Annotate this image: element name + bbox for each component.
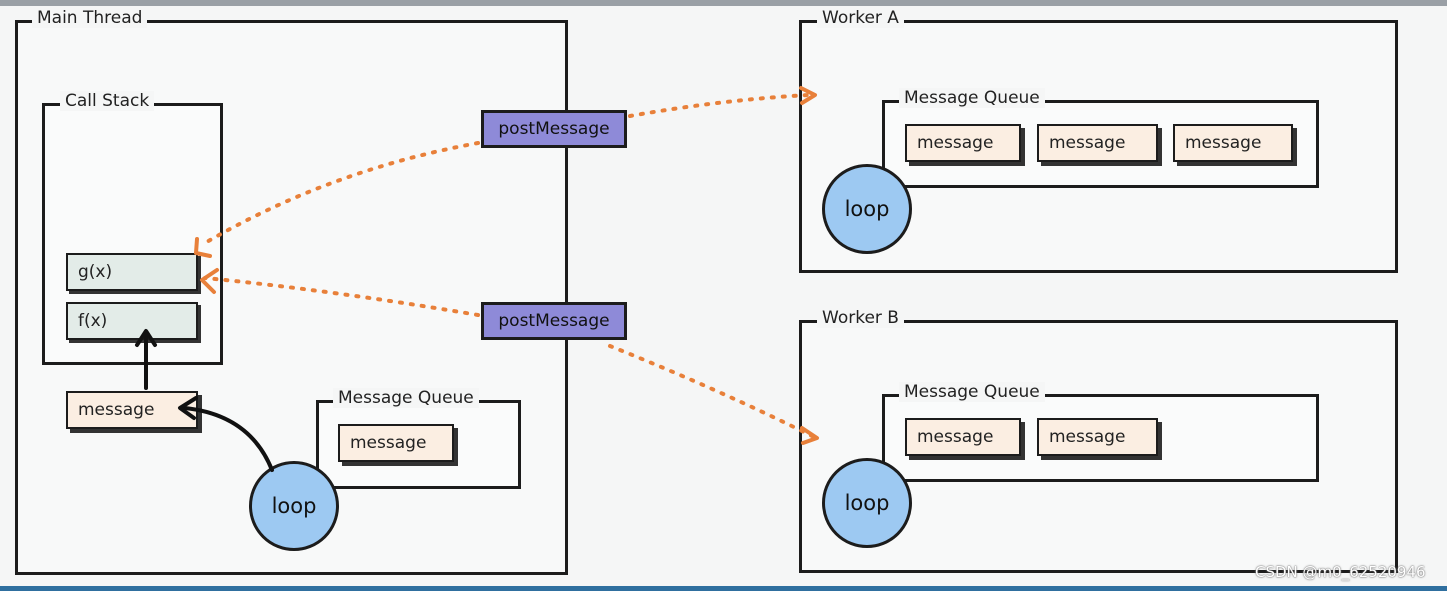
worker-b-message-1: message xyxy=(905,418,1021,456)
arrow-post-a-to-worker-a xyxy=(628,93,810,118)
arrow-post-a-to-g xyxy=(203,141,480,245)
arrowhead-worker-a xyxy=(799,86,817,105)
stack-frame-g: g(x) xyxy=(66,253,198,291)
worker-a-title: Worker A xyxy=(817,8,904,28)
main-thread-title: Main Thread xyxy=(32,8,148,28)
arrowhead-g-upper xyxy=(194,237,212,258)
worker-a-queue-title: Message Queue xyxy=(899,88,1045,108)
arrowhead-f xyxy=(135,329,157,347)
worker-b-queue-title: Message Queue xyxy=(899,382,1045,402)
worker-b-message-2: message xyxy=(1037,418,1158,456)
arrow-loop-to-message xyxy=(183,406,274,472)
arrow-post-b-to-g xyxy=(203,276,480,317)
arrowhead-worker-b xyxy=(800,426,819,445)
arrowhead-g-lower xyxy=(200,268,219,294)
worker-a-message-1: message xyxy=(905,124,1021,162)
worker-b-title: Worker B xyxy=(817,308,904,328)
main-queue-message: message xyxy=(338,424,454,462)
stack-frame-f: f(x) xyxy=(66,302,198,340)
arrow-post-b-to-worker-b xyxy=(608,344,814,438)
post-message-a: postMessage xyxy=(481,110,627,148)
top-border xyxy=(0,0,1447,6)
main-loop: loop xyxy=(249,461,339,551)
worker-a-message-2: message xyxy=(1037,124,1158,162)
main-message-queue-title: Message Queue xyxy=(333,388,479,408)
worker-b-loop: loop xyxy=(822,458,912,548)
post-message-b: postMessage xyxy=(481,302,627,340)
worker-a-loop: loop xyxy=(822,164,912,254)
watermark: CSDN @m0_62520946 xyxy=(1255,563,1426,581)
worker-a-message-3: message xyxy=(1173,124,1293,162)
bottom-border xyxy=(0,586,1447,591)
main-message-queue-box xyxy=(316,400,521,489)
current-message: message xyxy=(66,391,198,429)
arrowhead-message xyxy=(178,396,198,420)
call-stack-title: Call Stack xyxy=(60,91,155,111)
